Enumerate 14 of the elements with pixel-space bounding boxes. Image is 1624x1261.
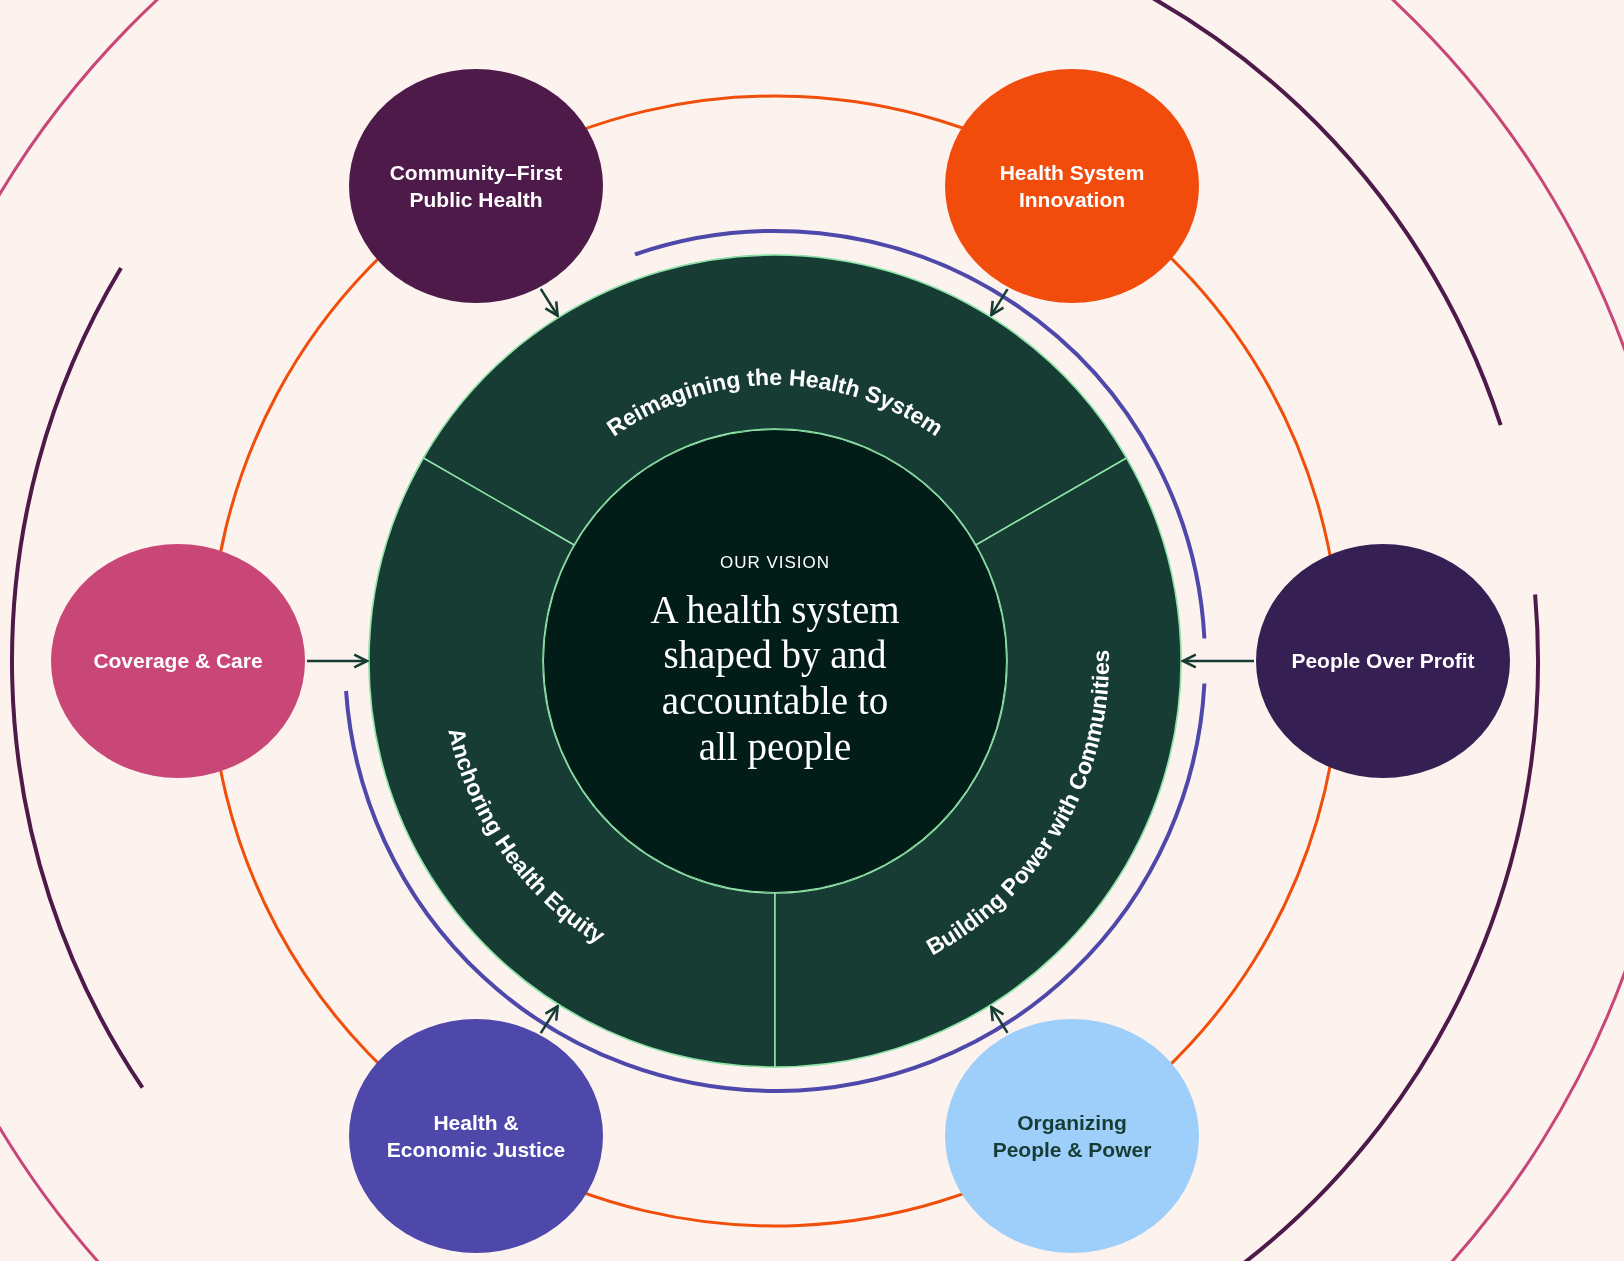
arrow xyxy=(307,653,369,669)
topic-circle: Community–First Public Health xyxy=(349,69,603,303)
topic-circle: Coverage & Care xyxy=(51,544,305,778)
vision-statement: A health system shaped by and accountable to all people xyxy=(649,586,901,770)
arrow xyxy=(990,288,1009,317)
topic-circle: Health System Innovation xyxy=(945,69,1199,303)
eyebrow-label: OUR VISION xyxy=(719,552,831,573)
arrow xyxy=(539,1005,559,1034)
topic-circle: Organizing People & Power xyxy=(945,1019,1199,1253)
arrow xyxy=(990,1005,1009,1034)
topic-circle: People Over Profit xyxy=(1256,544,1510,778)
arrow xyxy=(539,288,559,317)
arrow xyxy=(1181,653,1254,669)
topic-circle: Health & Economic Justice xyxy=(349,1019,603,1253)
